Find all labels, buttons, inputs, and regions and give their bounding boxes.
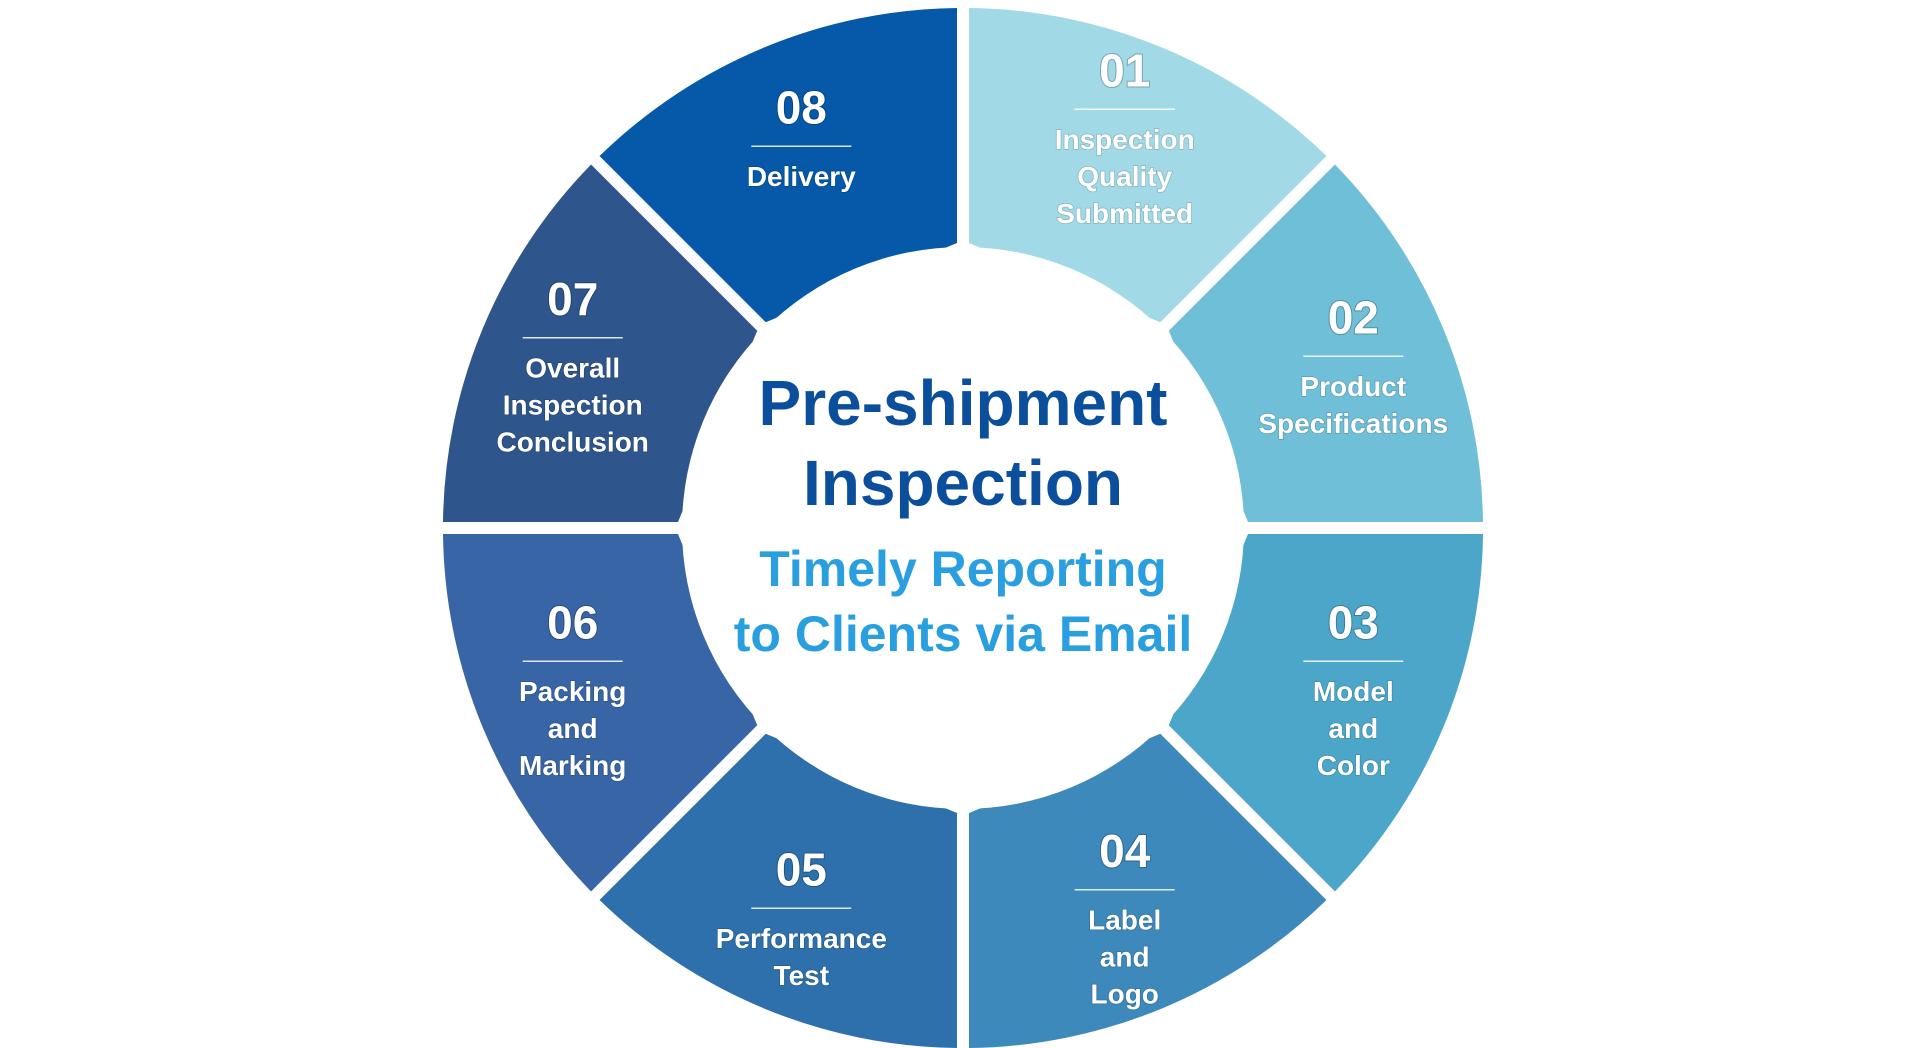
step-number: 05 <box>776 843 827 895</box>
step-label-line: Performance <box>716 923 887 954</box>
center-title-line-1: Pre-shipment <box>759 367 1168 439</box>
segment-05 <box>599 733 957 1048</box>
center-subtitle-line-1: Timely Reporting <box>759 541 1166 597</box>
step-label-line: Specifications <box>1258 408 1448 439</box>
center-hub: Pre-shipment Inspection Timely Reporting… <box>682 247 1244 809</box>
step-label-line: Color <box>1317 750 1390 781</box>
segment-04 <box>969 733 1327 1048</box>
segment-08 <box>599 8 957 323</box>
step-label-line: Inspection <box>1055 124 1195 155</box>
step-label-line: Packing <box>519 676 626 707</box>
step-label-line: Submitted <box>1056 198 1193 229</box>
step-number: 03 <box>1328 596 1379 648</box>
step-label-line: Model <box>1313 676 1394 707</box>
step-number: 08 <box>776 81 827 133</box>
step-label-line: Marking <box>519 750 626 781</box>
segment-02 <box>1168 164 1483 523</box>
step-label-line: Conclusion <box>496 427 648 458</box>
step-number: 01 <box>1099 44 1150 96</box>
process-ring: 01InspectionQualitySubmitted02ProductSpe… <box>443 8 1483 1048</box>
segment-01 <box>969 8 1327 323</box>
segment-07 <box>443 164 758 523</box>
step-label-line: and <box>548 713 598 744</box>
center-title-line-2: Inspection <box>803 447 1123 519</box>
step-label-line: Delivery <box>747 161 856 192</box>
step-label-line: Product <box>1300 371 1406 402</box>
step-label-line: and <box>1100 942 1150 973</box>
segment-06 <box>443 534 758 892</box>
step-number: 06 <box>547 596 598 648</box>
center-subtitle-line-2: to Clients via Email <box>734 606 1192 662</box>
step-number: 07 <box>547 273 598 325</box>
step-label-line: Quality <box>1077 161 1172 192</box>
step-label-line: Logo <box>1090 979 1158 1010</box>
center-circle <box>682 247 1244 809</box>
step-label-line: and <box>1328 713 1378 744</box>
step-label-line: Test <box>774 960 830 991</box>
step-label-line: Overall <box>525 353 620 384</box>
step-label-line: Inspection <box>503 390 643 421</box>
step-label-line: Label <box>1088 905 1161 936</box>
step-number: 04 <box>1099 825 1151 877</box>
step-number: 02 <box>1328 291 1379 343</box>
segment-03 <box>1168 534 1483 892</box>
